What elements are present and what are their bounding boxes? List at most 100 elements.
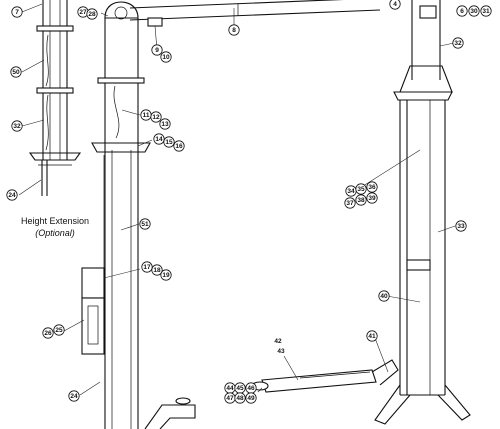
callout-circle [151, 44, 163, 56]
part-label-42: 42 [274, 338, 282, 345]
callout-38: 38 [355, 194, 367, 206]
callout-label: 16 [175, 143, 183, 150]
height-extension-title: Height Extension [20, 216, 90, 226]
callout-circle [159, 118, 171, 130]
part-label-43: 43 [277, 348, 285, 355]
callout-32: 32 [11, 120, 23, 132]
callout-label: 40 [380, 293, 388, 300]
callout-circle [160, 51, 172, 63]
callout-39: 39 [366, 192, 378, 204]
callout-label: 34 [347, 188, 355, 195]
callout-label: 36 [368, 184, 376, 191]
callout-circle [456, 5, 468, 17]
callout-circle [378, 290, 390, 302]
callout-circle [139, 218, 151, 230]
callout-circle [68, 390, 80, 402]
callout-label: 9 [155, 47, 159, 54]
callout-label: 4 [393, 1, 397, 8]
left-post [81, 1, 196, 429]
callout-label: 15 [165, 139, 173, 146]
callout-18: 18 [151, 264, 163, 276]
callout-14: 14 [153, 133, 165, 145]
callout-circle [42, 327, 54, 339]
callout-50: 50 [10, 66, 22, 78]
callout-label: 35 [357, 186, 365, 193]
callout-label: 6 [460, 8, 464, 15]
callout-48: 48 [234, 392, 246, 404]
callout-17: 17 [141, 261, 153, 273]
callout-circle [245, 392, 257, 404]
callout-46: 46 [245, 382, 257, 394]
callout-label: 32 [13, 123, 21, 130]
callout-label: 28 [88, 11, 96, 18]
callout-35: 35 [355, 183, 367, 195]
callout-34: 34 [345, 185, 357, 197]
callout-7: 7 [11, 6, 23, 18]
callout-27: 27 [77, 6, 89, 18]
callout-4: 4 [389, 0, 401, 10]
callout-circle [452, 37, 464, 49]
right-lift-arm [251, 359, 399, 393]
height-extension-subtitle: (Optional) [35, 228, 75, 238]
callout-30: 30 [468, 5, 480, 17]
callout-label: 39 [368, 195, 376, 202]
callout-9: 9 [151, 44, 163, 56]
callout-label: 13 [161, 121, 169, 128]
callout-26: 26 [42, 327, 54, 339]
callout-circle [86, 8, 98, 20]
callout-label: 25 [55, 327, 63, 334]
callout-label: 41 [368, 333, 376, 340]
callout-51: 51 [139, 218, 151, 230]
callout-label: 19 [162, 272, 170, 279]
callout-label: 48 [236, 395, 244, 402]
callout-label: 24 [70, 393, 78, 400]
callout-45: 45 [234, 382, 246, 394]
leader-lines [18, 3, 456, 396]
callout-circle [366, 181, 378, 193]
callout-circle [366, 192, 378, 204]
callout-circle [480, 5, 492, 17]
callout-label: 33 [457, 223, 465, 230]
callout-47: 47 [224, 392, 236, 404]
callout-8: 8 [228, 24, 240, 36]
callout-circle [355, 194, 367, 206]
callout-circle [234, 392, 246, 404]
callout-label: 27 [79, 9, 87, 16]
callout-label: 31 [482, 8, 490, 15]
callout-41: 41 [366, 330, 378, 342]
callout-circle [455, 220, 467, 232]
callout-label: 12 [152, 114, 160, 121]
callout-25: 25 [53, 324, 65, 336]
callout-circle [228, 24, 240, 36]
callout-19: 19 [160, 269, 172, 281]
callout-label: 17 [143, 264, 151, 271]
callout-label: 51 [141, 221, 149, 228]
callout-37: 37 [344, 197, 356, 209]
height-extension-assembly [28, 0, 82, 196]
callout-circle [6, 189, 18, 201]
callout-circle [344, 197, 356, 209]
callout-49: 49 [245, 392, 257, 404]
right-post [374, 0, 471, 425]
callout-circle [366, 330, 378, 342]
callout-circle [153, 133, 165, 145]
overhead-beam [129, 0, 381, 27]
callout-33: 33 [455, 220, 467, 232]
callout-6: 6 [456, 5, 468, 17]
callout-circle [141, 261, 153, 273]
callout-11: 11 [140, 109, 152, 121]
callout-40: 40 [378, 290, 390, 302]
callout-label: 30 [470, 8, 478, 15]
callout-label: 45 [236, 385, 244, 392]
callout-label: 32 [454, 40, 462, 47]
callout-circle [163, 136, 175, 148]
callout-10: 10 [160, 51, 172, 63]
callout-24: 24 [68, 390, 80, 402]
callout-label: 11 [143, 112, 150, 119]
callout-circle [11, 120, 23, 132]
callout-label: 38 [357, 197, 365, 204]
callout-15: 15 [163, 136, 175, 148]
